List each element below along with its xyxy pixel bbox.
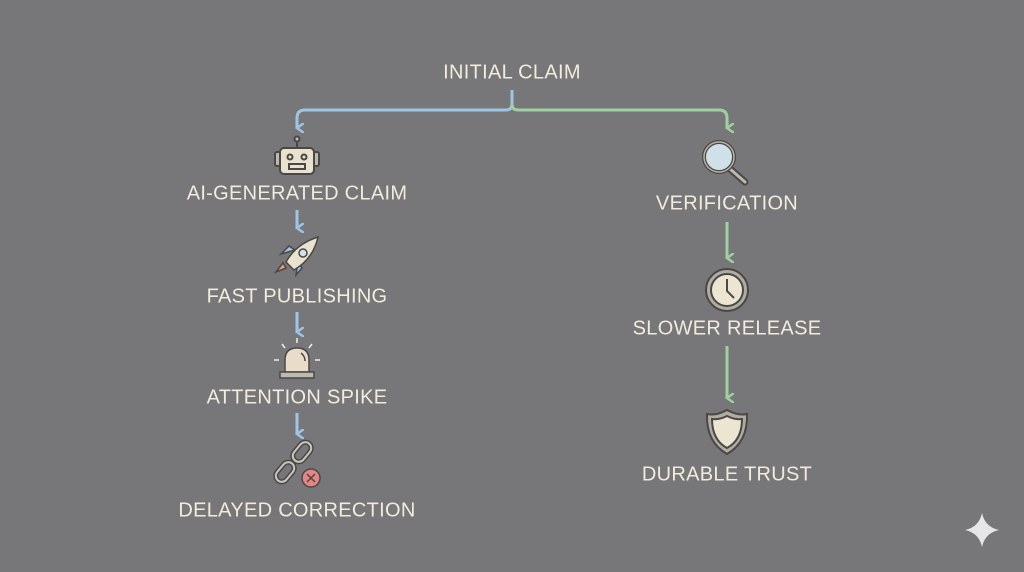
step-ai-generated-claim: AI-GENERATED CLAIM — [186, 182, 408, 205]
step-slower-release: SLOWER RELEASE — [632, 317, 822, 340]
branch-connector — [297, 90, 727, 128]
root-node-label: INITIAL CLAIM — [443, 61, 581, 84]
broken-link-icon — [273, 439, 321, 488]
step-delayed-correction: DELAYED CORRECTION — [178, 499, 416, 522]
step-verification: VERIFICATION — [655, 192, 799, 215]
siren-icon — [274, 338, 320, 379]
sparkle-icon — [965, 513, 999, 547]
shield-icon — [705, 408, 749, 456]
step-attention-spike: ATTENTION SPIKE — [206, 386, 388, 409]
rocket-icon — [273, 235, 320, 278]
step-durable-trust: DURABLE TRUST — [641, 463, 813, 486]
clock-icon — [705, 268, 749, 312]
step-fast-publishing: FAST PUBLISHING — [206, 285, 388, 308]
robot-icon — [274, 135, 320, 175]
magnifier-icon — [702, 140, 749, 186]
